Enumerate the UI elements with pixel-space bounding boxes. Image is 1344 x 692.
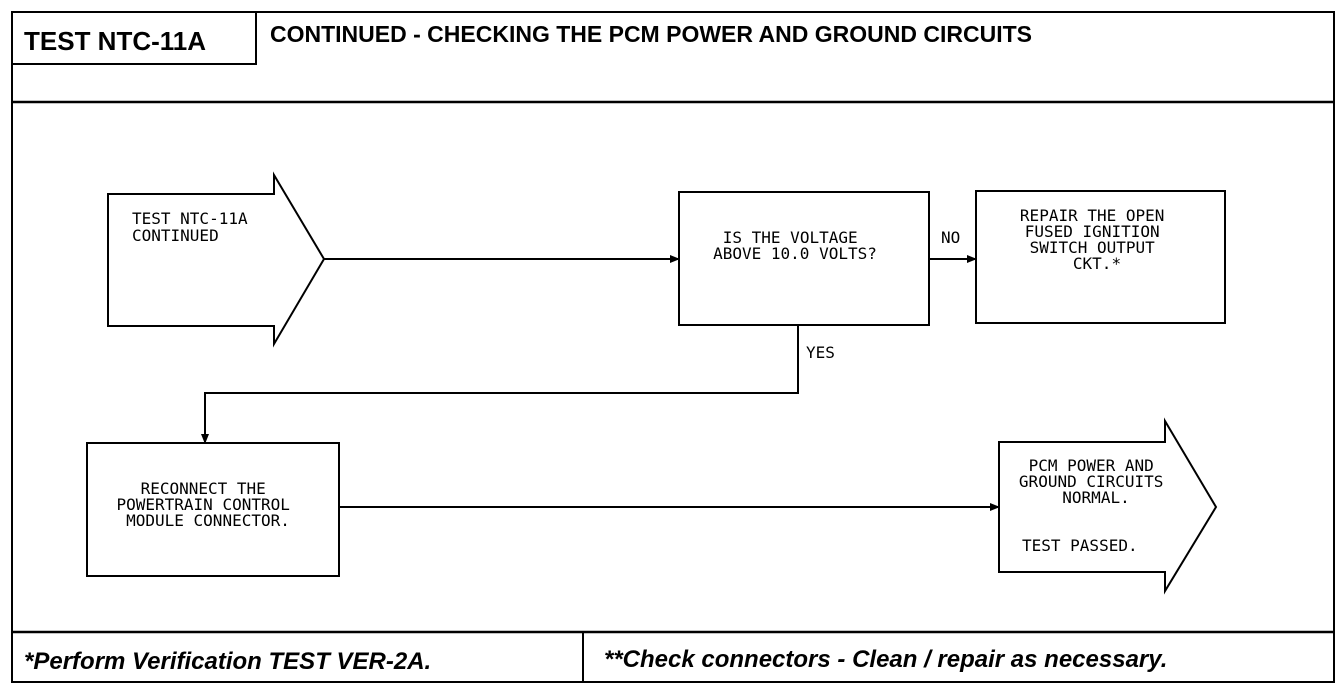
result-arrow-shape (998, 417, 1218, 595)
start-node-line: TEST NTC-11A (132, 209, 248, 228)
start-node-line: CONTINUED (132, 226, 219, 245)
edge-decision-to-reconnect (201, 325, 799, 444)
test-id: TEST NTC-11A (24, 26, 206, 56)
footer-note-connectors: **Check connectors - Clean / repair as n… (604, 646, 1167, 673)
repair-node-line: REPAIR THE OPEN (1020, 206, 1165, 225)
edge-yes-label: YES (806, 343, 835, 362)
decision-node-line: IS THE VOLTAGE (723, 228, 858, 247)
reconnect-node-text: RECONNECT THE POWERTRAIN CONTROL MODULE … (116, 479, 299, 530)
decision-node-line: ABOVE 10.0 VOLTS? (713, 244, 877, 263)
footer-note-verification: *Perform Verification TEST VER-2A. (24, 648, 431, 675)
page-title: CONTINUED - CHECKING THE PCM POWER AND G… (270, 21, 1032, 47)
test-id-box (11, 11, 257, 65)
repair-node-line: CKT.* (1073, 254, 1121, 273)
repair-node-text: REPAIR THE OPEN FUSED IGNITION SWITCH OU… (1020, 206, 1174, 273)
result-node-line: PCM POWER AND (1029, 456, 1154, 475)
result-node-text: PCM POWER AND GROUND CIRCUITS NORMAL. (1019, 456, 1173, 507)
repair-node-line: SWITCH OUTPUT (1030, 238, 1156, 257)
repair-node-line: FUSED IGNITION (1025, 222, 1160, 241)
reconnect-node-line: MODULE CONNECTOR. (126, 511, 290, 530)
outer-frame (11, 11, 1335, 683)
start-arrow-shape (107, 171, 326, 348)
result-node-line: GROUND CIRCUITS (1019, 472, 1164, 491)
reconnect-node-line: POWERTRAIN CONTROL (116, 495, 289, 514)
reconnect-box (86, 442, 340, 577)
start-node-text: TEST NTC-11A CONTINUED (132, 209, 257, 245)
edge-no-label: NO (941, 228, 960, 247)
result-node-line: NORMAL. (1062, 488, 1129, 507)
test-passed-text: TEST PASSED. (1022, 536, 1138, 555)
decision-node-text: IS THE VOLTAGE ABOVE 10.0 VOLTS? (713, 228, 877, 263)
reconnect-node-line: RECONNECT THE (141, 479, 266, 498)
repair-box (975, 190, 1226, 324)
